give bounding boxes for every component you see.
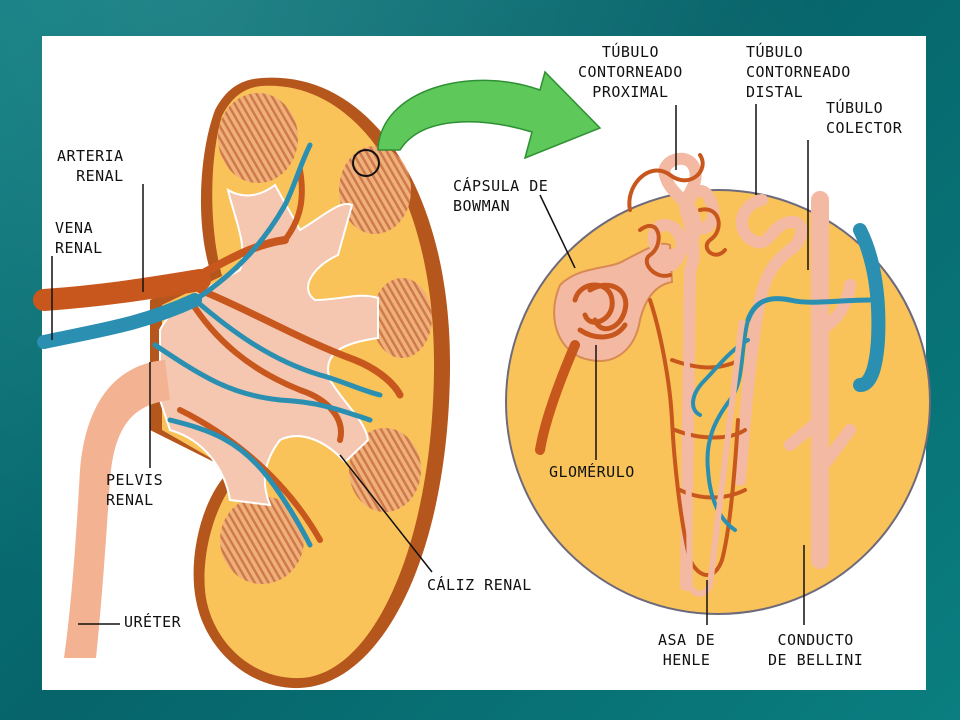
label-capsula-bowman: CÁPSULA DE BOWMAN bbox=[453, 176, 548, 216]
label-tubulo-proximal: TÚBULO CONTORNEADO PROXIMAL bbox=[578, 42, 683, 102]
pyramid bbox=[372, 278, 432, 358]
label-caliz-renal: CÁLIZ RENAL bbox=[427, 576, 532, 594]
kidney bbox=[33, 77, 451, 689]
label-tubulo-colector: TÚBULO COLECTOR bbox=[826, 98, 902, 138]
pyramid bbox=[220, 496, 304, 584]
label-line: ARTERIA bbox=[57, 147, 124, 165]
label-ureter: URÉTER bbox=[124, 613, 182, 631]
blue-vessels bbox=[691, 223, 886, 532]
label-line: COLECTOR bbox=[826, 119, 903, 137]
renal-pyramids bbox=[218, 93, 432, 584]
label-vena-renal: VENA RENAL bbox=[55, 218, 103, 258]
label-line: HENLE bbox=[662, 651, 711, 669]
leader-lines bbox=[51, 104, 809, 625]
label-line: CÁPSULA DE bbox=[453, 177, 549, 195]
proximal-tubule bbox=[647, 152, 720, 591]
label-pelvis-renal: PELVIS RENAL bbox=[106, 470, 163, 510]
label-line: CONTORNEADO bbox=[746, 63, 851, 81]
label-line: DISTAL bbox=[746, 83, 804, 101]
label-line: VENA bbox=[55, 219, 94, 237]
label-line: CONDUCTO bbox=[777, 631, 854, 649]
collecting-duct bbox=[784, 191, 856, 569]
renal-vein bbox=[37, 142, 383, 548]
ureter bbox=[64, 360, 170, 658]
nephron-detail bbox=[505, 152, 931, 615]
label-line: TÚBULO bbox=[601, 43, 660, 61]
glomerulus bbox=[535, 282, 629, 455]
pyramid bbox=[349, 428, 421, 512]
distal-tubule bbox=[734, 194, 808, 486]
label-line: RENAL bbox=[55, 239, 103, 257]
loop-of-henle bbox=[683, 299, 745, 597]
label-line: RENAL bbox=[76, 167, 124, 185]
pyramid bbox=[218, 93, 298, 183]
zoom-arrow bbox=[377, 70, 602, 160]
label-arteria-renal: ARTERIA RENAL bbox=[57, 146, 124, 186]
label-line: DE BELLINI bbox=[768, 651, 864, 669]
label-line: CONTORNEADO bbox=[578, 63, 683, 81]
nephron-location-marker bbox=[352, 149, 380, 177]
label-glomerulo: GLOMÉRULO bbox=[549, 463, 635, 481]
label-asa-henle: ASA DE HENLE bbox=[658, 630, 715, 670]
pyramid bbox=[339, 146, 411, 234]
label-line: TÚBULO bbox=[746, 43, 804, 61]
label-line: RENAL bbox=[106, 491, 154, 509]
label-line: TÚBULO bbox=[826, 99, 884, 117]
label-line: PROXIMAL bbox=[592, 83, 669, 101]
label-line: BOWMAN bbox=[453, 197, 511, 215]
label-conducto-bellini: CONDUCTO DE BELLINI bbox=[768, 630, 863, 670]
label-line: PELVIS bbox=[106, 471, 164, 489]
label-tubulo-distal: TÚBULO CONTORNEADO DISTAL bbox=[746, 42, 851, 102]
label-line: ASA DE bbox=[658, 631, 716, 649]
